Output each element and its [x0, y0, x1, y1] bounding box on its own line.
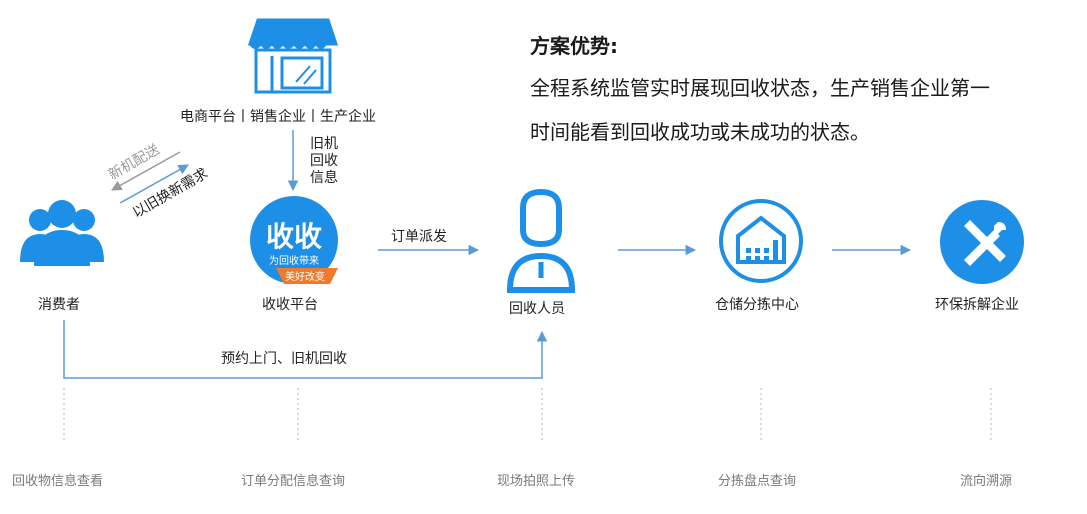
platform-logo: 收收 为回收带来 美好改变	[250, 196, 338, 284]
tools-icon	[940, 200, 1024, 284]
old-machine-info-line-2: 回收	[310, 153, 338, 169]
logo-tagline: 为回收带来	[269, 254, 319, 267]
arrow-platform-to-consumer	[111, 151, 181, 191]
logo-ribbon: 美好改变	[285, 270, 325, 283]
dashed-guides	[63, 388, 992, 440]
warehouse-label: 仓储分拣中心	[715, 297, 799, 313]
caption-item: 订单分配信息查询	[241, 474, 346, 489]
person-icon	[506, 188, 576, 293]
old-machine-info-label: 旧机 回收 信息	[310, 136, 338, 187]
recycler-label: 回收人员	[509, 301, 565, 317]
old-machine-info-line-1: 旧机	[310, 136, 338, 152]
caption-item: 现场拍照上传	[497, 474, 576, 489]
store-label: 电商平台丨销售企业丨生产企业	[180, 109, 376, 125]
store-icon	[247, 18, 339, 94]
warehouse-icon	[719, 199, 803, 283]
caption-item: 流向溯源	[960, 474, 1013, 489]
enterprise-label: 环保拆解企业	[935, 297, 1019, 313]
order-dispatch-label: 订单派发	[391, 229, 447, 245]
caption-item: 回收物信息查看	[12, 474, 104, 489]
advantage-title: 方案优势:	[530, 34, 618, 58]
advantage-line-2: 时间能看到回收成功或未成功的状态。	[530, 120, 870, 144]
consumer-label: 消费者	[38, 297, 80, 313]
logo-main: 收收	[266, 220, 322, 253]
users-icon	[20, 200, 104, 266]
appointment-label: 预约上门、旧机回收	[221, 351, 347, 367]
platform-label: 收收平台	[262, 297, 318, 313]
caption-item: 分拣盘点查询	[718, 474, 797, 489]
advantage-line-1: 全程系统监管实时展现回收状态，生产销售企业第一	[530, 76, 990, 100]
arrow-consumer-to-recycler	[63, 320, 548, 379]
arrow-consumer-to-platform	[119, 164, 189, 204]
old-machine-info-line-3: 信息	[310, 170, 338, 186]
